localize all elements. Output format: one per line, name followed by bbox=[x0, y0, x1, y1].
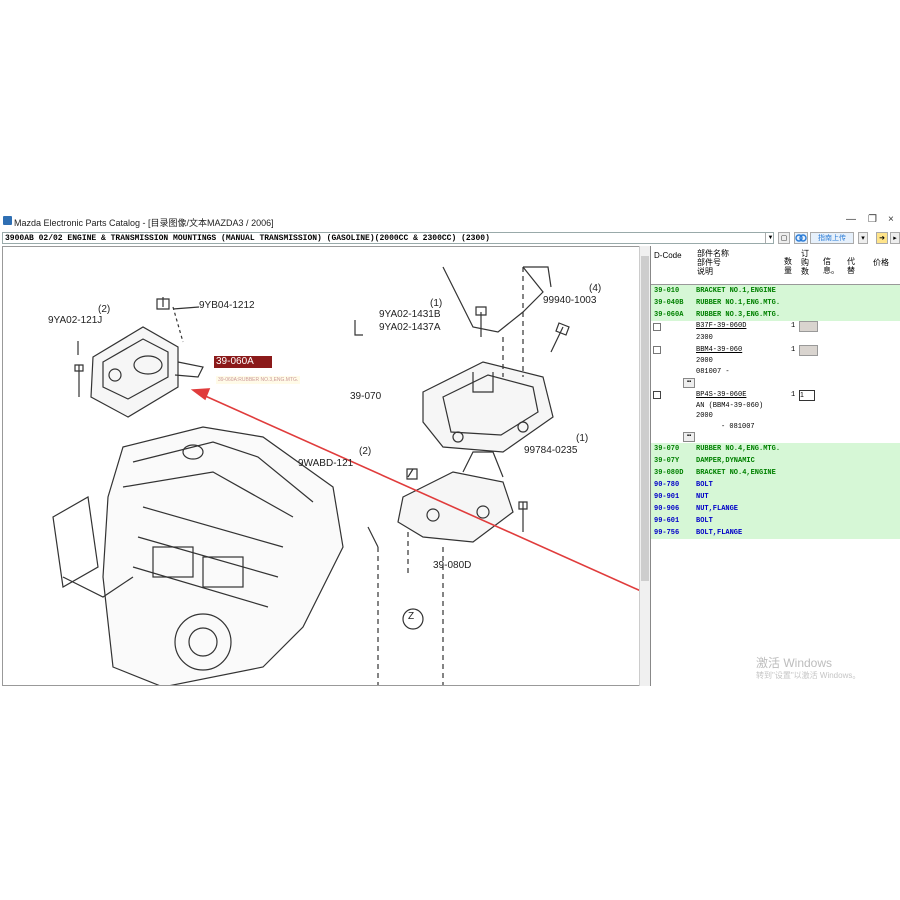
part-number[interactable]: BBM4-39-060 bbox=[696, 346, 743, 354]
part-note: 2000 bbox=[696, 412, 713, 420]
table-row[interactable]: 99-756 BOLT,FLANGE bbox=[651, 527, 900, 539]
table-row[interactable]: 39-040B RUBBER NO.1,ENG.MTG. bbox=[651, 297, 900, 309]
table-row[interactable]: 39-010 BRACKET NO.1,ENGINE bbox=[651, 285, 900, 297]
annotation-arrow bbox=[190, 388, 643, 593]
col-name[interactable]: 部件名称 部件号 说明 bbox=[697, 249, 729, 276]
part-note: AN (BBM4-39-060) bbox=[696, 402, 764, 410]
diagram-label[interactable]: 39-070 bbox=[350, 391, 382, 402]
item-checkbox[interactable] bbox=[653, 323, 661, 331]
part-number[interactable]: BP4S-39-060E bbox=[696, 391, 747, 399]
table-row[interactable]: 99-601 BOLT bbox=[651, 515, 900, 527]
part-note: 2000 bbox=[696, 357, 713, 365]
diagram-label[interactable]: 9YA02-1437A bbox=[379, 322, 441, 333]
diagram-label[interactable]: 39-080D bbox=[433, 560, 472, 571]
diagram-label[interactable]: (2) bbox=[98, 304, 111, 315]
activation-watermark-sub: 转到"设置"以激活 Windows。 bbox=[756, 671, 861, 680]
diagram-label[interactable]: (2) bbox=[359, 446, 372, 457]
part-note: - 081007 bbox=[721, 423, 755, 431]
part-tooltip: 39-060A:RUBBER NO.3,ENG.MTG. bbox=[216, 376, 301, 384]
col-dcode[interactable]: D-Code bbox=[654, 251, 682, 260]
engine-mount-diagram bbox=[52, 266, 643, 685]
table-row[interactable]: 90-780 BOLT bbox=[651, 479, 900, 491]
table-row[interactable]: 39-07Y DAMPER,DYNAMIC bbox=[651, 455, 900, 467]
restore-button[interactable]: ❐ bbox=[868, 214, 877, 225]
col-info[interactable]: 信息。 bbox=[823, 257, 839, 275]
minimize-button[interactable]: — bbox=[846, 214, 856, 225]
part-number[interactable]: B37F-39-060D bbox=[696, 322, 747, 330]
part-note: 2300 bbox=[696, 334, 713, 342]
part-note: 081007 - bbox=[696, 368, 730, 376]
highlighted-part-label[interactable]: 39-060A bbox=[214, 356, 272, 368]
expand-icon[interactable]: ▪▪ bbox=[683, 432, 695, 442]
order-qty-field[interactable] bbox=[799, 321, 818, 332]
diagram-label[interactable]: Z bbox=[408, 611, 415, 622]
expand-icon[interactable]: ▪▪ bbox=[683, 378, 695, 388]
section-select[interactable]: 3900AB 02/02 ENGINE & TRANSMISSION MOUNT… bbox=[2, 232, 774, 244]
order-qty-field[interactable] bbox=[799, 345, 818, 356]
next-icon[interactable]: ➜ bbox=[876, 232, 888, 244]
back-button[interactable]: ▢ bbox=[778, 232, 790, 244]
scrollbar-thumb[interactable] bbox=[641, 256, 649, 581]
close-button[interactable]: × bbox=[888, 214, 894, 225]
window-title: Mazda Electronic Parts Catalog - [目录图像/文… bbox=[14, 218, 274, 228]
part-qty: 1 bbox=[791, 391, 796, 399]
part-qty: 1 bbox=[791, 322, 796, 330]
table-row[interactable]: 39-070 RUBBER NO.4,ENG.MTG. bbox=[651, 443, 900, 455]
table-row[interactable]: 39-060A RUBBER NO.3,ENG.MTG. bbox=[651, 309, 900, 321]
item-checkbox-checked[interactable] bbox=[653, 391, 661, 399]
diagram-label[interactable]: 9YA02-1431B bbox=[379, 309, 441, 320]
diagram-label[interactable]: 99784-0235 bbox=[524, 445, 578, 456]
diagram-label[interactable]: 99940-1003 bbox=[543, 295, 597, 306]
table-row[interactable]: 90-906 NUT,FLANGE bbox=[651, 503, 900, 515]
col-qty[interactable]: 数量 bbox=[784, 257, 792, 275]
upload-button[interactable]: 指南上传 bbox=[810, 232, 854, 244]
diagram-label[interactable]: 9WABD-121 bbox=[298, 458, 354, 469]
table-header: D-Code 部件名称 部件号 说明 数量 订购数 信息。 代替 价格 bbox=[651, 246, 900, 285]
title-bar: Mazda Electronic Parts Catalog - [目录图像/文… bbox=[0, 212, 900, 230]
toolbar: 3900AB 02/02 ENGINE & TRANSMISSION MOUNT… bbox=[0, 231, 900, 245]
diagram-label[interactable]: (4) bbox=[589, 283, 602, 294]
app-icon bbox=[3, 216, 12, 225]
col-subst[interactable]: 代替 bbox=[847, 257, 855, 275]
diagram-panel[interactable]: (2) 9YA02-121J 9YB04-1212 (1) 9YA02-1431… bbox=[2, 246, 644, 686]
part-qty: 1 bbox=[791, 346, 796, 354]
diagram-label[interactable]: 9YB04-1212 bbox=[199, 300, 255, 311]
app-window: Mazda Electronic Parts Catalog - [目录图像/文… bbox=[0, 212, 900, 688]
diagram-label[interactable]: (1) bbox=[576, 433, 589, 444]
col-price[interactable]: 价格 bbox=[873, 258, 889, 267]
col-order[interactable]: 订购数 bbox=[801, 249, 809, 276]
diagram-label[interactable]: 9YA02-121J bbox=[48, 315, 103, 326]
order-qty-input[interactable]: 1 bbox=[799, 390, 815, 401]
item-checkbox[interactable] bbox=[653, 346, 661, 354]
activation-watermark: 激活 Windows bbox=[756, 656, 833, 670]
parts-table: D-Code 部件名称 部件号 说明 数量 订购数 信息。 代替 价格 39-0… bbox=[650, 246, 900, 686]
table-row[interactable]: 39-080D BRACKET NO.4,ENGINE bbox=[651, 467, 900, 479]
dropdown-icon[interactable]: ▾ bbox=[858, 232, 868, 244]
diagram-label[interactable]: (1) bbox=[430, 298, 443, 309]
table-row[interactable]: 90-901 NUT bbox=[651, 491, 900, 503]
more-icon[interactable]: ▸ bbox=[890, 232, 900, 244]
chevron-down-icon[interactable]: ▼ bbox=[765, 233, 775, 243]
link-icon[interactable] bbox=[794, 232, 808, 244]
diagram-scrollbar[interactable] bbox=[639, 246, 651, 686]
